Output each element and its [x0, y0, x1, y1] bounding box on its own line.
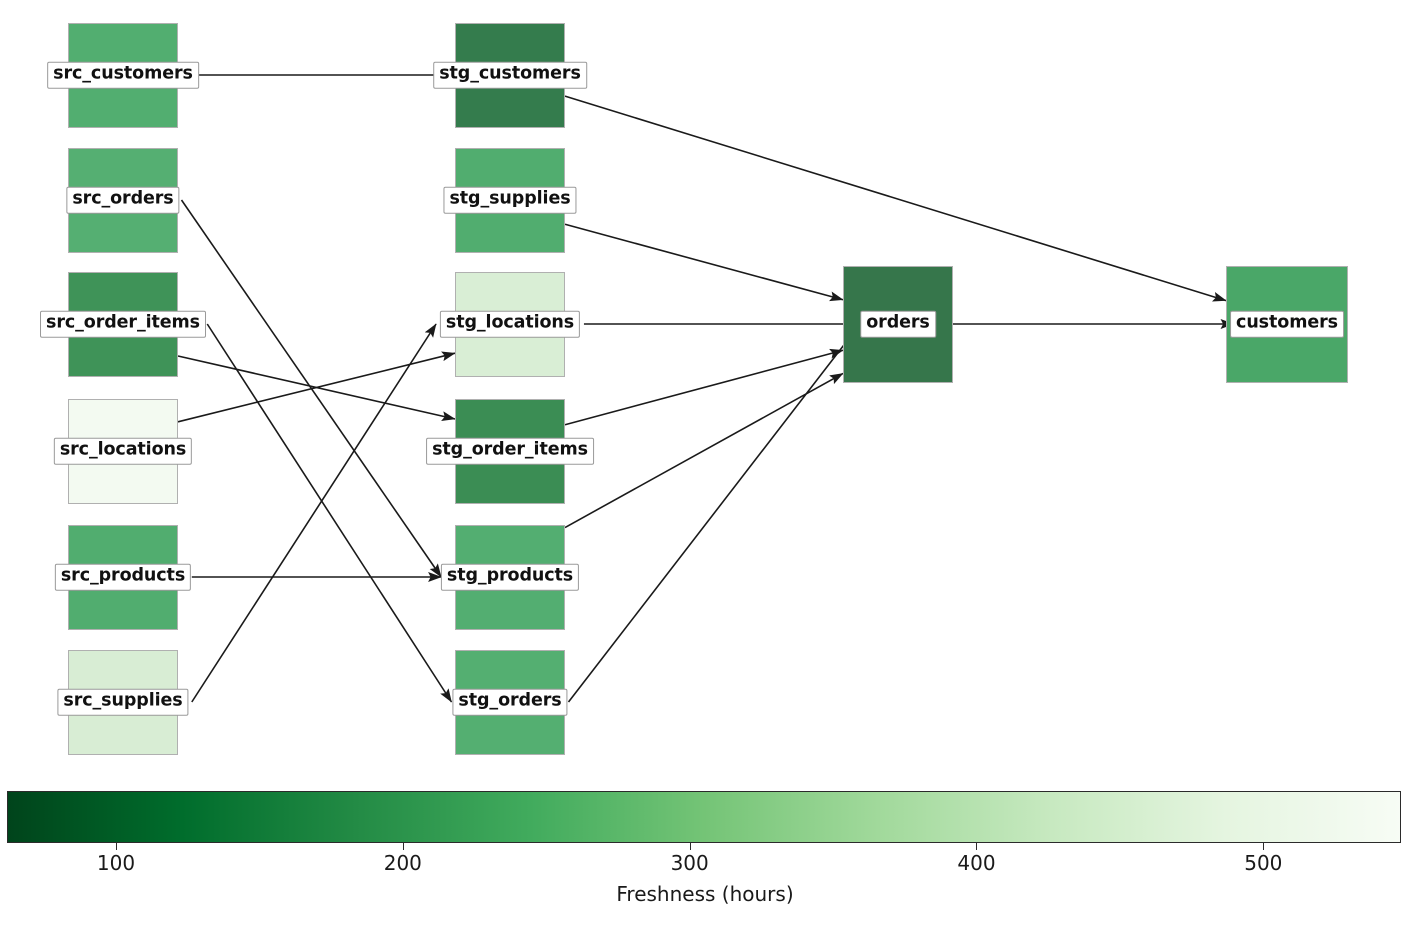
edge-stg_order_items-to-orders	[564, 348, 844, 426]
edge-layer	[177, 74, 1235, 703]
colorbar-tick-200	[402, 843, 404, 850]
node-label-stg_supplies: stg_supplies	[443, 186, 577, 214]
colorbar-label: Freshness (hours)	[616, 882, 794, 906]
edge-stg_orders-to-orders	[567, 323, 861, 703]
node-label-stg_order_items: stg_order_items	[426, 437, 594, 465]
node-label-stg_locations: stg_locations	[439, 310, 581, 338]
node-label-src_order_items: src_order_items	[40, 310, 206, 338]
colorbar: 100 200 300 400 500 Freshness (hours)	[0, 780, 1410, 926]
colorbar-tick-label-100: 100	[96, 851, 136, 875]
colorbar-tick-label-300: 300	[670, 851, 709, 875]
edge-src_locations-to-stg_locations	[177, 351, 456, 423]
colorbar-tick-100	[115, 843, 117, 850]
node-label-stg_orders: stg_orders	[452, 688, 568, 716]
node-label-orders: orders	[860, 310, 936, 338]
edge-src_supplies-to-stg_locations	[191, 323, 437, 703]
colorbar-tick-label-500: 500	[1244, 851, 1283, 875]
edge-stg_supplies-to-orders	[564, 223, 844, 302]
colorbar-tick-label-200: 200	[383, 851, 422, 875]
colorbar-tick-500	[1263, 843, 1265, 850]
colorbar-tick-label-400: 400	[957, 851, 996, 875]
node-label-src_locations: src_locations	[53, 437, 193, 465]
node-label-src_supplies: src_supplies	[57, 688, 189, 716]
node-label-customers: customers	[1230, 310, 1344, 338]
edge-src_order_items-to-stg_orders	[206, 323, 453, 703]
colorbar-gradient	[7, 791, 1401, 843]
node-label-src_customers: src_customers	[47, 61, 199, 89]
node-label-stg_products: stg_products	[440, 563, 580, 591]
node-label-src_orders: src_orders	[66, 186, 180, 214]
colorbar-tick-300	[689, 843, 691, 850]
node-label-stg_customers: stg_customers	[433, 61, 587, 89]
node-label-src_products: src_products	[54, 563, 192, 591]
edge-stg_products-to-orders	[564, 372, 844, 529]
edge-src_orders-to-stg_products	[180, 199, 442, 578]
colorbar-tick-400	[976, 843, 978, 850]
edge-src_order_items-to-stg_order_items	[177, 355, 456, 421]
